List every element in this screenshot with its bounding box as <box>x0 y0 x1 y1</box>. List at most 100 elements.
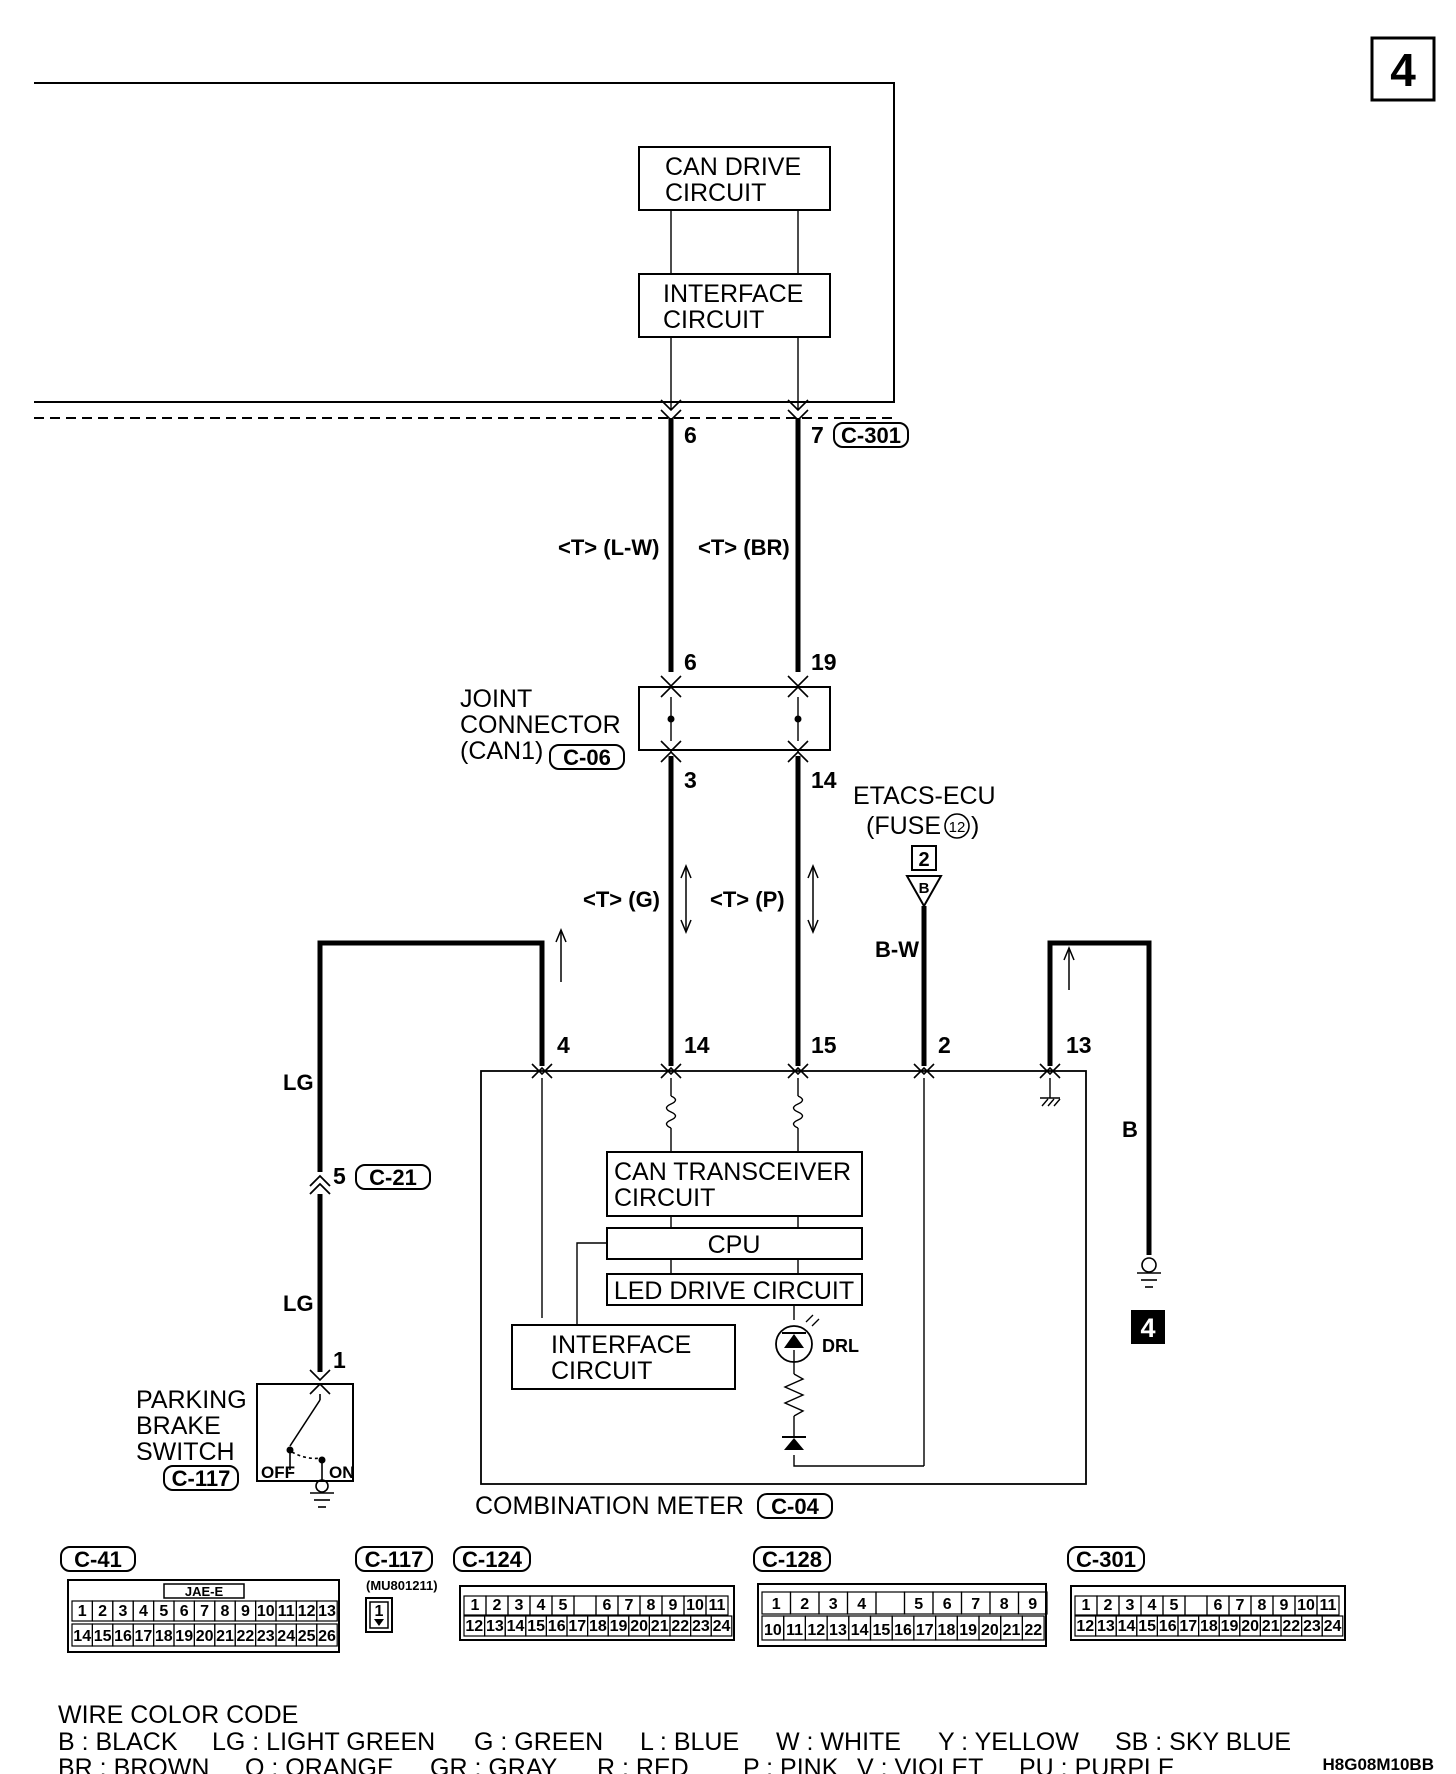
connector-cell-number: 11 <box>1320 1597 1337 1614</box>
connector-cell-number: 1 <box>772 1596 781 1613</box>
c124-face-label: C-124 <box>462 1547 523 1572</box>
c117-face-key <box>374 1619 384 1626</box>
c117-face-cell <box>369 1601 389 1629</box>
connector-cell <box>1321 1615 1344 1637</box>
connector-cell-number: 7 <box>1236 1597 1245 1614</box>
c04-pin-markers <box>531 1063 1061 1079</box>
pin-14-c04: 14 <box>684 1032 710 1058</box>
color-code-l: L : BLUE <box>640 1728 739 1756</box>
interface-inner-label-1: INTERFACE <box>551 1331 691 1359</box>
connector-cell-number: 23 <box>692 1618 710 1635</box>
connector-cell-number: 13 <box>486 1618 504 1635</box>
wire-color-code-line-1: B : BLACK LG : LIGHT GREEN G : GREEN L :… <box>58 1728 1291 1756</box>
connector-cell-number: 6 <box>1214 1597 1223 1614</box>
c06-label: C-06 <box>563 745 611 770</box>
pin-2-c04: 2 <box>938 1032 951 1058</box>
etacs-pin-box <box>911 845 937 871</box>
can-drive-circuit-box <box>638 146 831 211</box>
connector-cell-number: 26 <box>318 1628 336 1645</box>
fuse-number-circle <box>944 813 970 839</box>
connector-cell-number: 18 <box>589 1618 607 1635</box>
c41-face-latch <box>163 1583 245 1599</box>
etacs-fuse-label: (FUSE <box>866 812 941 840</box>
connector-cell-number: 13 <box>829 1622 847 1639</box>
connector-cell <box>316 1600 338 1622</box>
color-code-gr: GR : GRAY <box>430 1754 558 1774</box>
connector-cell <box>875 1591 906 1615</box>
interface-inner-label-2: CIRCUIT <box>551 1357 652 1385</box>
connector-cell-number: 9 <box>669 1597 678 1614</box>
led-drive-label: LED DRIVE CIRCUIT <box>614 1277 854 1305</box>
c301-tag <box>833 422 909 448</box>
connector-cell <box>710 1615 733 1637</box>
joint-connector-box <box>638 686 831 751</box>
connector-cell-number: 9 <box>1028 1596 1037 1613</box>
c41-face-tag-text: JAE-E <box>185 1584 224 1599</box>
c117-face-part: (MU801211) <box>366 1578 438 1593</box>
c06-tag <box>549 744 625 770</box>
c21-tag <box>355 1164 431 1190</box>
pin-4-c04: 4 <box>557 1032 570 1058</box>
connector-cell-number: 4 <box>857 1596 866 1613</box>
connector-cell-number: 6 <box>603 1597 612 1614</box>
diode <box>782 1436 806 1450</box>
ecu-outline <box>34 82 895 419</box>
connector-cell-number: 15 <box>527 1618 545 1635</box>
connector-cell-number: 10 <box>764 1622 782 1639</box>
etacs-feed-triangle <box>905 875 943 909</box>
connector-cell-number: 14 <box>851 1622 869 1639</box>
pin-19-c06: 19 <box>811 649 837 675</box>
connector-cell <box>316 1623 338 1647</box>
c124-face-outer <box>459 1585 735 1641</box>
wire-b-label: B <box>1122 1117 1138 1142</box>
etacs-fuse-close-paren: ) <box>971 812 979 840</box>
pin-6-c301: 6 <box>684 422 697 448</box>
switch-off-label: OFF <box>261 1463 295 1482</box>
connector-cell-number: 21 <box>216 1628 234 1645</box>
c41-face-tag <box>60 1546 136 1572</box>
c301-face-label: C-301 <box>1076 1547 1136 1572</box>
etacs-pin: 2 <box>918 849 929 871</box>
connector-cell-number: 4 <box>139 1603 148 1620</box>
c128-face-tag <box>753 1546 831 1572</box>
connector-cell-number: 12 <box>465 1618 483 1635</box>
connector-cell-number: 16 <box>548 1618 566 1635</box>
page-number-box <box>1370 36 1436 102</box>
wire-color-code-title: WIRE COLOR CODE <box>58 1701 298 1729</box>
connector-cell-number: 9 <box>1280 1597 1289 1614</box>
connector-cell-number: 14 <box>73 1628 91 1645</box>
c117-face-tag <box>355 1546 433 1572</box>
c301-face-tag <box>1067 1546 1145 1572</box>
connector-cell-number: 13 <box>1097 1618 1115 1635</box>
connector-cell <box>1017 1591 1048 1615</box>
connector-cell-number: 2 <box>800 1596 809 1613</box>
joint-label-3: (CAN1) <box>460 737 543 765</box>
connector-cell-number: 5 <box>159 1603 168 1620</box>
pin-3-c06: 3 <box>684 767 697 793</box>
connector-cell-number: 22 <box>1024 1622 1042 1639</box>
switch-on-contact <box>318 1456 326 1464</box>
c117-label: C-117 <box>172 1466 231 1491</box>
c41-face-outer <box>67 1579 340 1653</box>
connector-cell-number: 19 <box>959 1622 977 1639</box>
connector-cell-number: 21 <box>1262 1618 1280 1635</box>
connector-cell-number: 13 <box>318 1603 336 1620</box>
connector-cell <box>1021 1615 1045 1641</box>
parking-brake-label-3: SWITCH <box>136 1438 235 1466</box>
joint-label-1: JOINT <box>460 685 532 713</box>
connector-cell <box>1184 1595 1208 1616</box>
connector-cell-number: 22 <box>237 1628 255 1645</box>
ecu-internal-lines <box>670 210 799 410</box>
connector-cell-number: 4 <box>537 1597 546 1614</box>
connector-cell-number: 1 <box>1082 1597 1091 1614</box>
c21-label: C-21 <box>369 1165 417 1190</box>
color-code-y: Y : YELLOW <box>938 1728 1079 1756</box>
c41-face-label: C-41 <box>74 1547 122 1572</box>
cpu-box <box>606 1227 863 1260</box>
connector-cell-number: 7 <box>625 1597 634 1614</box>
wire-bw-label: B-W <box>875 937 919 962</box>
etacs-letter: B <box>919 880 930 897</box>
drl-led <box>775 1314 820 1363</box>
